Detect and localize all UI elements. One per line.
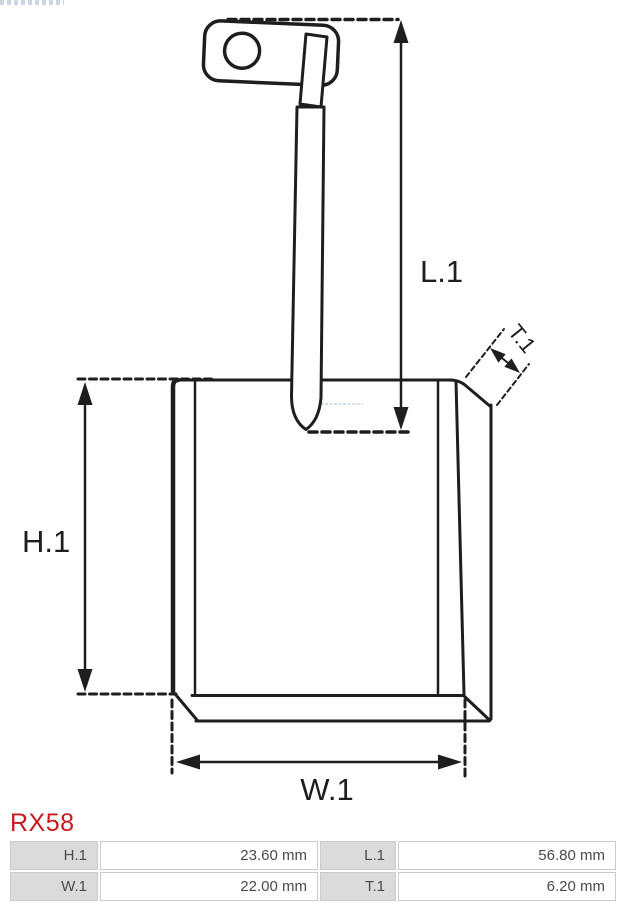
width-dim-label: W.1 bbox=[300, 772, 353, 807]
spec-key-w1: W.1 bbox=[10, 872, 98, 901]
extension-line bbox=[496, 363, 530, 406]
extension-line bbox=[465, 328, 505, 378]
arrowhead-right-icon bbox=[438, 754, 462, 770]
length-dim-label: L.1 bbox=[420, 254, 463, 289]
spec-table: H.1 23.60 mm L.1 56.80 mm W.1 22.00 mm T… bbox=[8, 839, 618, 903]
spec-value-t1: 6.20 mm bbox=[398, 872, 616, 901]
spec-value-h1: 23.60 mm bbox=[100, 841, 318, 870]
spec-key-h1: H.1 bbox=[10, 841, 98, 870]
spec-key-t1: T.1 bbox=[320, 872, 396, 901]
spec-value-w1: 22.00 mm bbox=[100, 872, 318, 901]
logo-remnant-strip bbox=[0, 0, 64, 5]
table-row: H.1 23.60 mm L.1 56.80 mm bbox=[10, 841, 616, 870]
terminal-crimp-tab bbox=[298, 32, 329, 109]
dimension-length: L.1 bbox=[226, 17, 463, 434]
dimension-height: H.1 bbox=[22, 377, 215, 696]
dimension-width: W.1 bbox=[170, 698, 467, 807]
spec-key-l1: L.1 bbox=[320, 841, 396, 870]
lead-wire bbox=[290, 105, 326, 431]
terminal-eyelet-hole bbox=[222, 31, 262, 71]
part-number: RX58 bbox=[10, 809, 75, 837]
carbon-brush-outline bbox=[170, 377, 493, 723]
arrowhead-down-icon bbox=[393, 407, 409, 430]
technical-drawing: L.1 H.1 W.1 T.1 bbox=[22, 17, 541, 807]
table-row: W.1 22.00 mm T.1 6.20 mm bbox=[10, 872, 616, 901]
arrowhead-up-icon bbox=[77, 382, 93, 405]
arrowhead-left-icon bbox=[176, 754, 200, 770]
arrowhead-down-icon bbox=[77, 669, 93, 692]
arrowhead-upleft-icon bbox=[490, 348, 506, 363]
terminal-lug bbox=[201, 19, 341, 109]
thickness-dim-label: T.1 bbox=[503, 319, 541, 358]
height-dim-label: H.1 bbox=[22, 524, 70, 559]
arrowhead-up-icon bbox=[393, 20, 409, 43]
dimension-thickness: T.1 bbox=[465, 319, 541, 406]
spec-value-l1: 56.80 mm bbox=[398, 841, 616, 870]
arrowhead-downright-icon bbox=[504, 358, 520, 373]
